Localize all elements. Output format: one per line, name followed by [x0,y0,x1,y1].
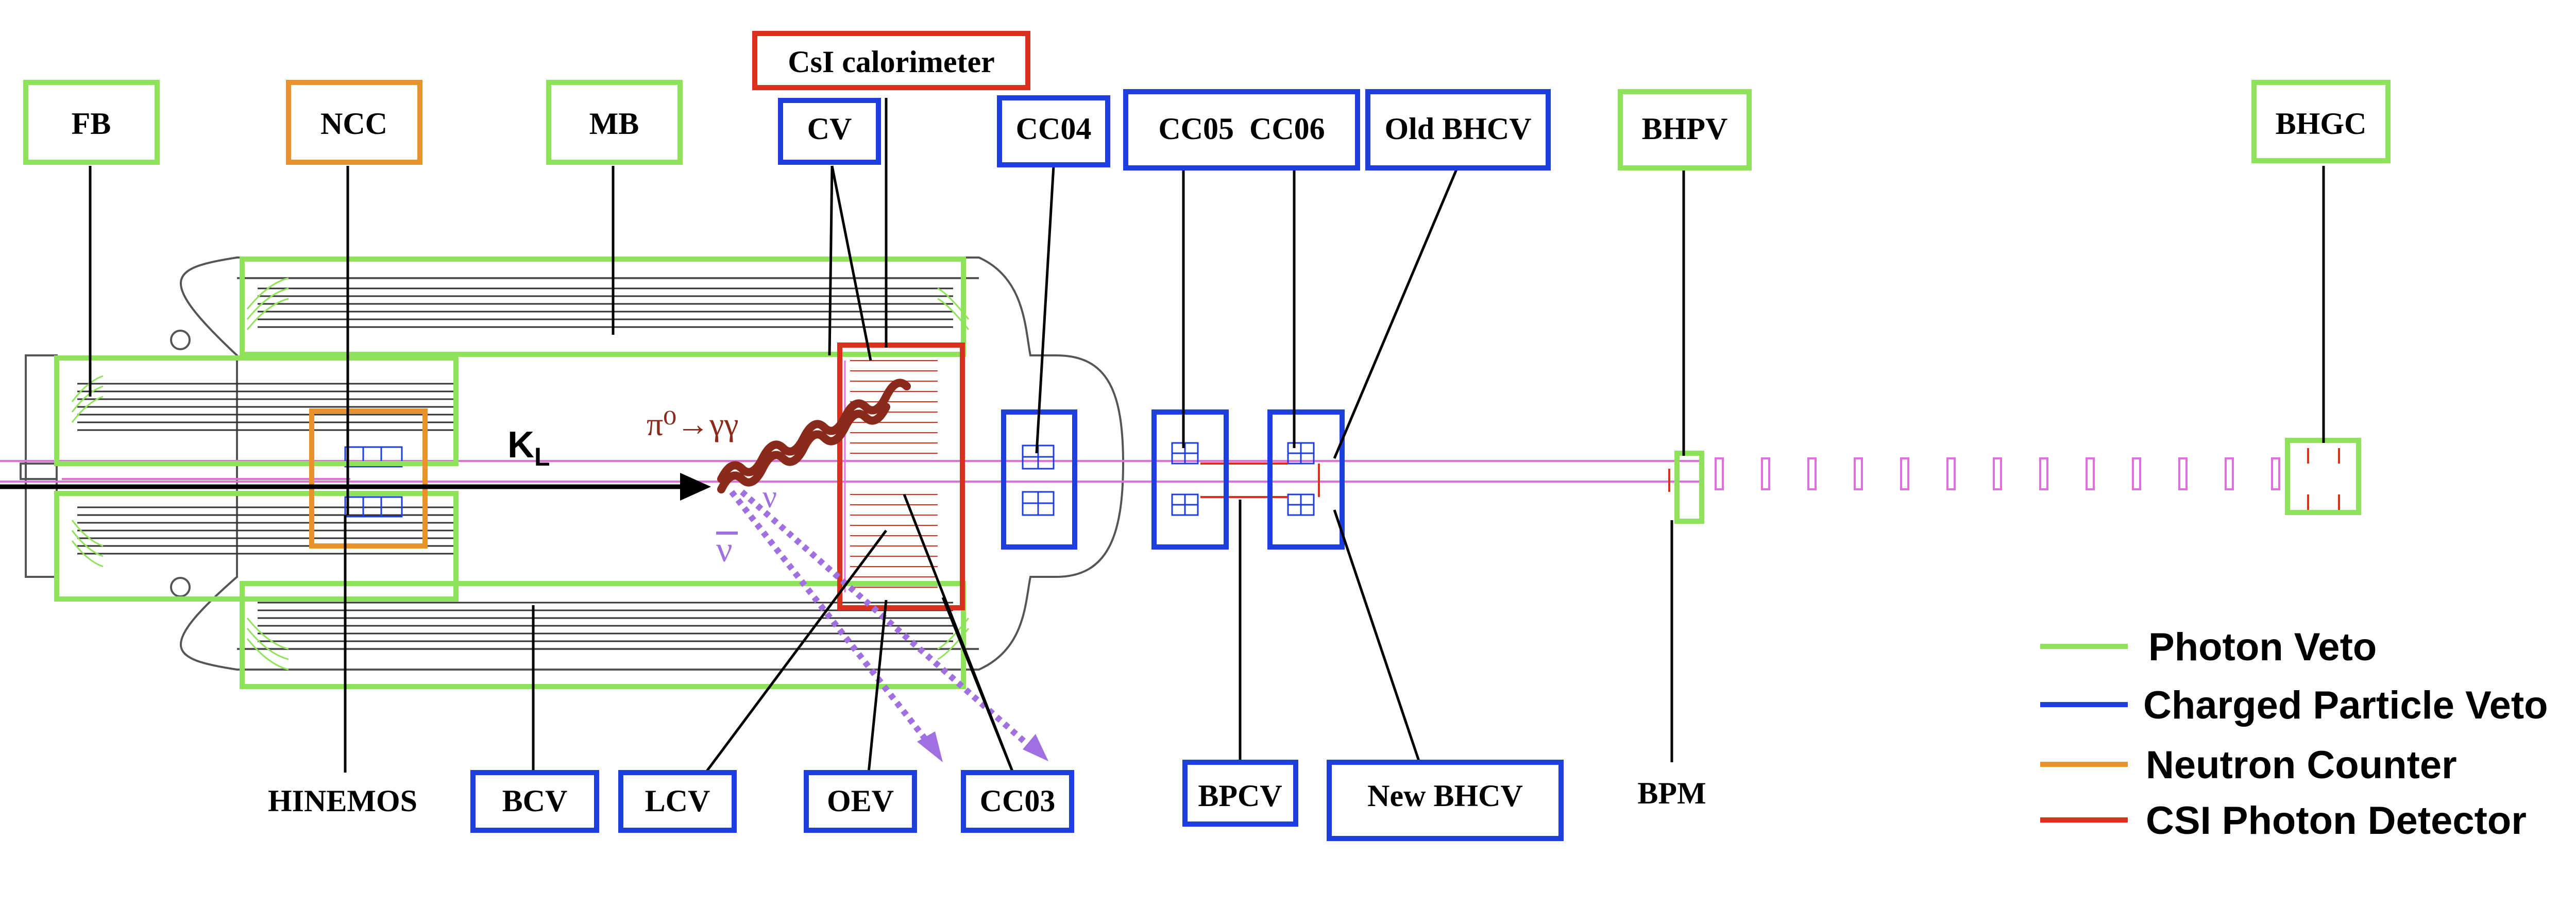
label-oev: OEV [804,770,917,833]
mb-lower-box [240,581,966,689]
legend-item-photon-veto: Photon Veto [2040,625,2377,669]
label-cc05-cc06: CC05 CC06 [1123,89,1360,170]
svg-text:Photon Veto: Photon Veto [2148,625,2377,669]
photon-spirals [717,379,911,493]
nubar-label: ν [716,530,733,570]
fb-lower-box [54,491,459,602]
label-lcv: LCV [618,770,737,833]
cc05-box [1151,409,1229,550]
svg-text:BPM: BPM [1637,776,1706,810]
cc-grids [344,442,1315,518]
svg-text:Charged Particle Veto: Charged Particle Veto [2143,683,2548,727]
vessel-outline [180,256,1125,671]
legend-item-csi-photon-detector: CSI Photon Detector [2040,799,2527,843]
svg-text:MB: MB [589,107,639,141]
svg-text:CSI Photon Detector: CSI Photon Detector [2146,799,2527,843]
label-new-bhcv: New BHCV [1327,760,1564,841]
ncc-box [309,408,428,549]
svg-text:BHPV: BHPV [1642,112,1728,146]
csi-crystals [850,360,938,588]
mb-upper-box [240,256,966,357]
svg-text:CC04: CC04 [1016,112,1092,146]
label-cc03: CC03 [961,770,1074,833]
label-mb: MB [546,80,683,165]
label-fb: FB [23,80,160,165]
svg-text:CC03: CC03 [980,784,1056,818]
label-bpcv: BPCV [1182,760,1298,827]
svg-text:BCV: BCV [502,784,568,818]
kl-label: KL [507,424,550,471]
svg-text:CV: CV [807,112,852,146]
beam-arrow [0,473,711,501]
label-ncc: NCC [286,80,422,165]
fb-upper-box [54,355,459,466]
label-bhpv: BHPV [1618,89,1752,170]
nu-arrowhead [1023,734,1048,761]
leader-lines [89,98,2325,805]
csi-box [837,343,965,610]
svg-text:Old BHCV: Old BHCV [1384,112,1531,146]
nubar-arrowhead [917,731,943,762]
pi0-decay-label: π⁰→γγ [647,406,739,442]
svg-text:LCV: LCV [645,784,710,818]
svg-text:OEV: OEV [827,784,894,818]
label-bhgc: BHGC [2251,80,2391,163]
detector-boxes [54,256,2361,689]
label-csi-calorimeter: CsI calorimeter [752,31,1030,90]
svg-text:HINEMOS: HINEMOS [268,784,417,818]
svg-text:BHGC: BHGC [2276,107,2367,141]
label-hinemos: HINEMOS [268,784,417,818]
svg-text:NCC: NCC [320,107,387,141]
bpcv-bars [1200,448,2340,510]
fb-staves [77,383,453,555]
nu-label: ν [762,480,777,515]
label-bcv: BCV [470,770,599,833]
label-old-bhcv: Old BHCV [1365,89,1551,170]
label-bpm: BPM [1637,776,1706,810]
label-cv: CV [778,98,881,165]
cc04-box [1001,409,1077,550]
svg-text:FB: FB [72,107,111,141]
svg-text:CsI calorimeter: CsI calorimeter [788,45,994,79]
svg-text:Neutron Counter: Neutron Counter [2146,743,2457,787]
legend-item-neutron-counter: Neutron Counter [2040,743,2457,787]
svg-text:BPCV: BPCV [1198,779,1282,813]
front-endcap-left [25,354,58,578]
cc06-box [1267,409,1345,550]
bhgc-box [2285,438,2361,515]
label-cc04: CC04 [997,95,1110,167]
legend-item-charged-particle-veto: Charged Particle Veto [2040,683,2548,727]
neutrino-arrows [729,489,1032,749]
svg-text:New BHCV: New BHCV [1367,779,1523,813]
bhpv-modules [1715,457,2280,490]
bhpv-start-box [1674,451,1704,524]
legend: Photon Veto Charged Particle Veto Neutro… [2040,625,2548,843]
svg-text:CC05 CC06: CC05 CC06 [1158,112,1325,146]
mb-staves [258,287,953,642]
